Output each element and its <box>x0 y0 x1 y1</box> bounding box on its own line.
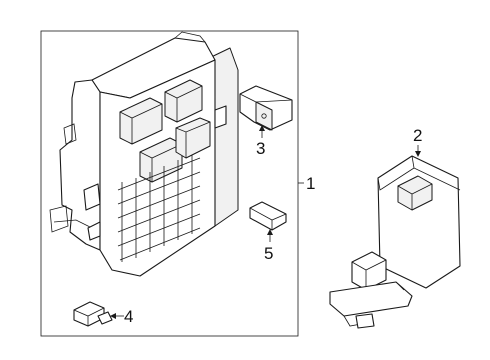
connector-part-4 <box>73 301 113 327</box>
fuse-box-part-1 <box>49 31 239 277</box>
relay-part-3 <box>239 85 293 131</box>
bracket-part-2 <box>329 155 461 329</box>
callout-label-4: 4 <box>124 307 133 326</box>
fuse-part-5 <box>249 201 287 231</box>
callout-label-2: 2 <box>413 126 422 145</box>
callout-label-3: 3 <box>256 139 265 158</box>
assembly-frame <box>40 30 299 337</box>
callout-label-1: 1 <box>306 174 315 193</box>
callout-label-5: 5 <box>264 244 273 263</box>
